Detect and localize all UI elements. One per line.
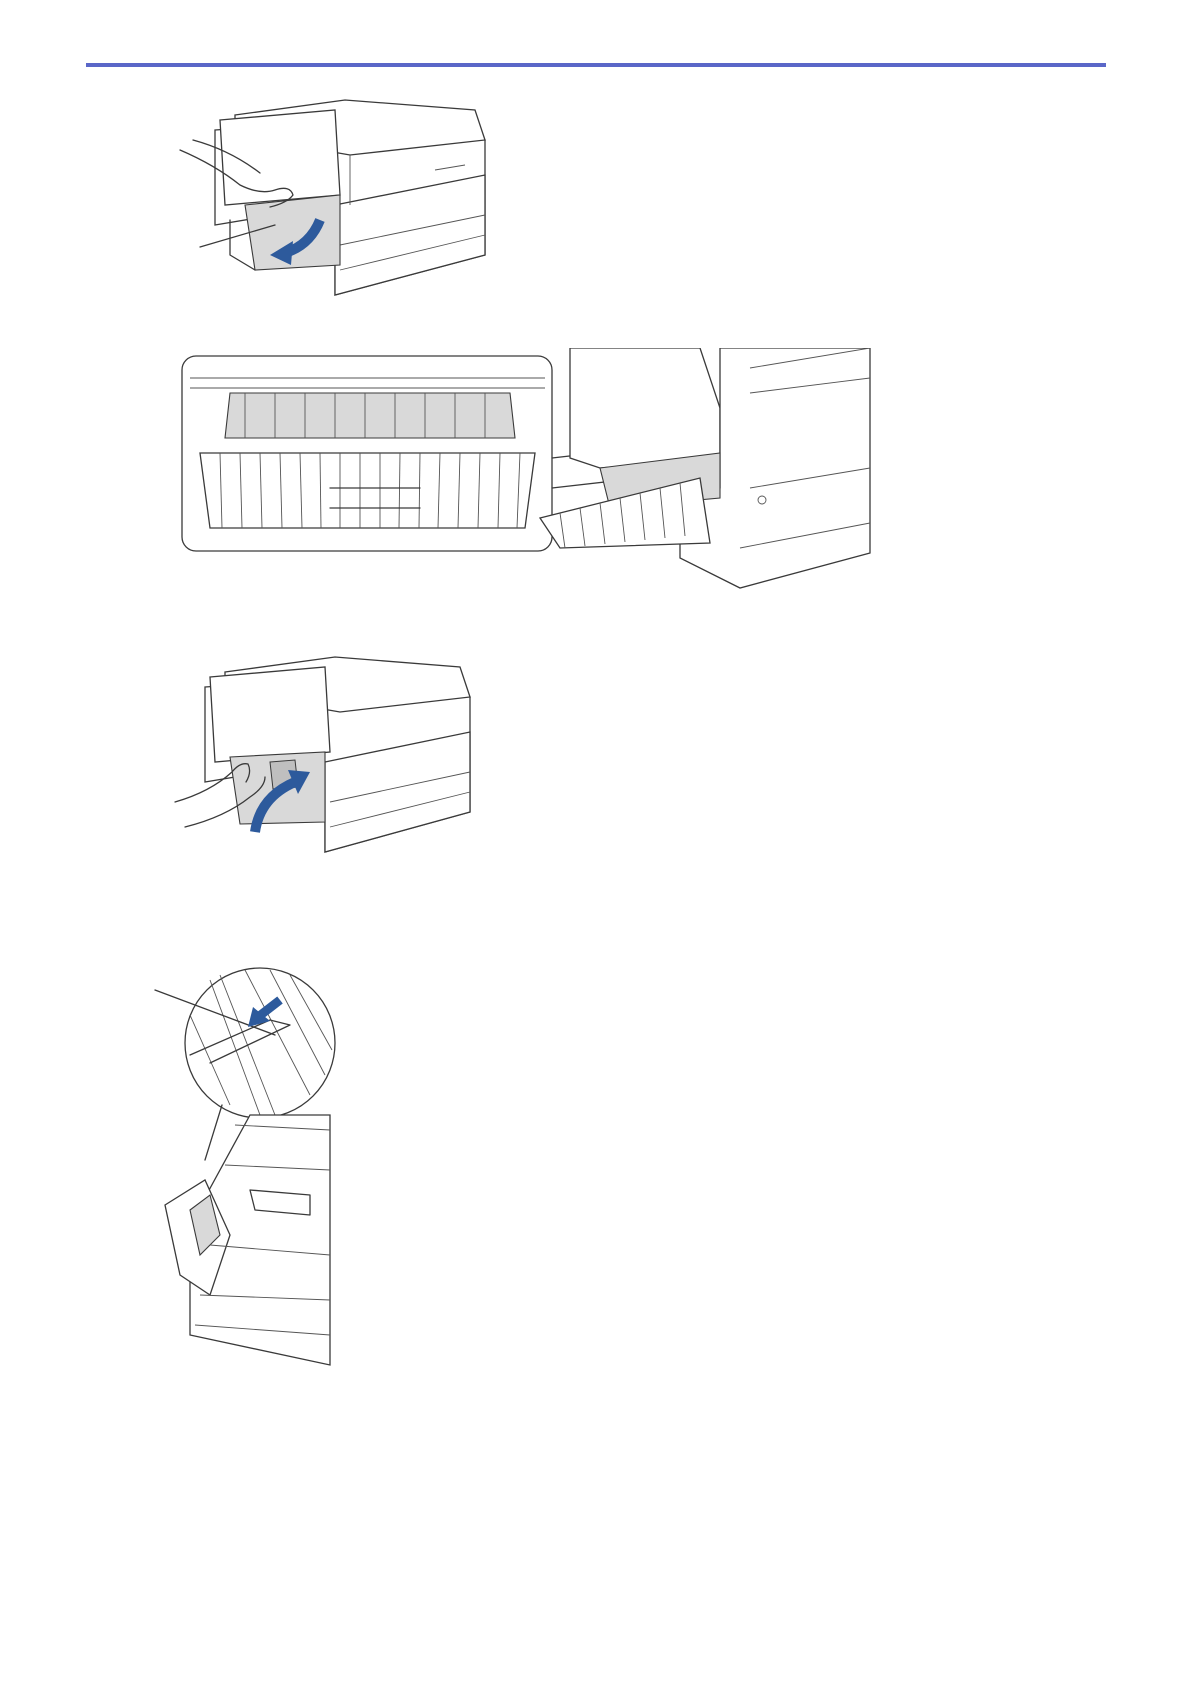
- magnifier-circle-icon: [150, 955, 350, 1380]
- illustration-open-jam-cover: [175, 95, 495, 310]
- illustration-jam-cover-interior: [180, 348, 880, 593]
- header-rule: [86, 63, 1106, 67]
- printer-icon: [175, 95, 495, 310]
- zoom-callout-icon: [180, 348, 880, 593]
- illustration-close-jam-cover: [170, 652, 480, 862]
- illustration-paper-support-flap: [150, 955, 350, 1380]
- printer-icon: [170, 652, 480, 862]
